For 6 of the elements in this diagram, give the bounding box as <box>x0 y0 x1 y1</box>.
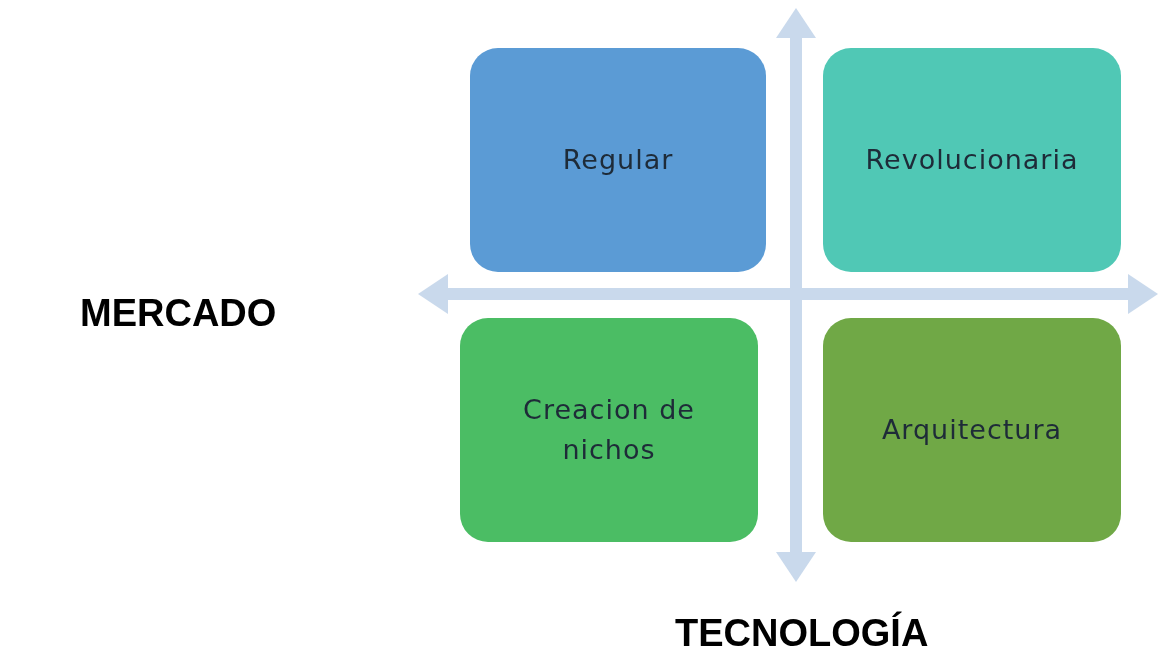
axis-title: MERCADO <box>80 292 277 335</box>
axis-title: TECNOLOGÍA <box>675 612 929 654</box>
quadrant-box: Arquitectura <box>823 318 1121 542</box>
quadrant-box: Revolucionaria <box>823 48 1121 272</box>
quadrant-box: Regular <box>470 48 766 272</box>
quadrant-box: Creacion de nichos <box>460 318 758 542</box>
